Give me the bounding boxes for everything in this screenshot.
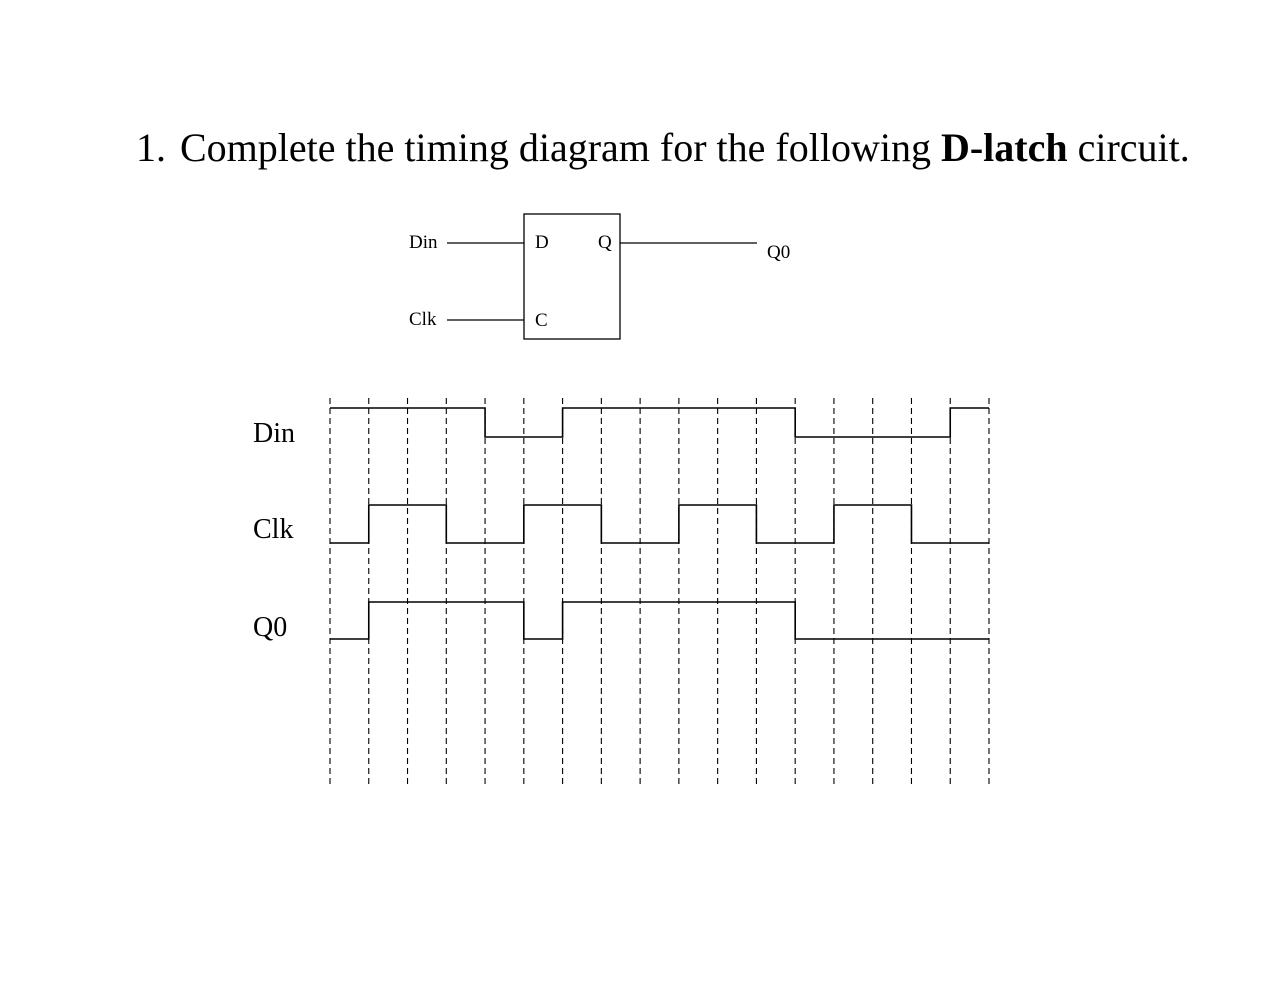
latch-pin-q: Q — [598, 232, 612, 253]
circuit-clk-label: Clk — [409, 309, 437, 330]
circuit-q0-label: Q0 — [767, 242, 790, 263]
d-latch-box — [523, 213, 621, 340]
row-label-din: Din — [253, 418, 295, 449]
question-text-after: circuit. — [1077, 125, 1190, 170]
question-bold-term: D-latch — [940, 125, 1068, 170]
waveform-clk — [330, 504, 989, 544]
waveform-din — [330, 407, 989, 438]
row-label-clk: Clk — [253, 514, 293, 545]
latch-pin-c: C — [535, 310, 548, 331]
timing-grid — [329, 398, 990, 786]
latch-pin-d: D — [535, 232, 549, 253]
question-text-before: Complete the timing diagram for the foll… — [180, 125, 931, 170]
question-number: 1. — [136, 125, 166, 170]
row-label-q0: Q0 — [253, 612, 287, 643]
circuit-din-label: Din — [409, 232, 438, 253]
timing-waveforms — [330, 407, 989, 640]
question-text: 1. Complete the timing diagram for the fo… — [136, 124, 1190, 172]
d-latch-circuit — [447, 213, 757, 340]
waveform-q0 — [330, 601, 989, 640]
